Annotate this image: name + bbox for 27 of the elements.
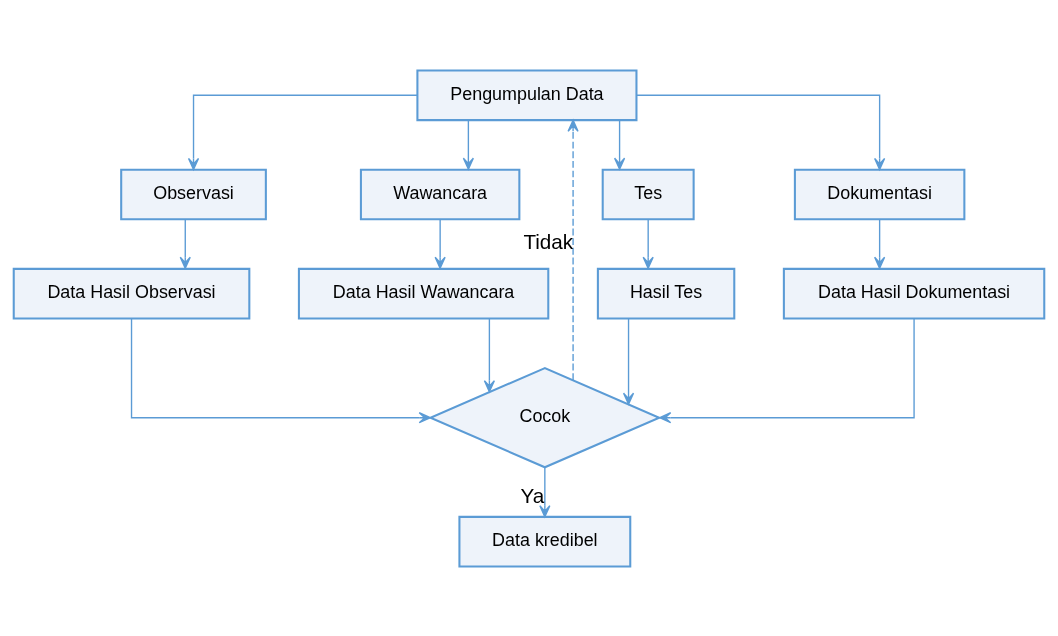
arrow (130, 317, 431, 423)
node-box: Hasil Tes (596, 267, 736, 320)
node-box: Data Hasil Dokumentasi (782, 267, 1046, 320)
arrow (642, 218, 654, 269)
arrow (622, 317, 635, 405)
node-box: Data kredibel (458, 515, 632, 568)
arrow (567, 119, 579, 381)
node-diamond: Cocok (427, 366, 662, 468)
node-box: Wawancara (359, 168, 521, 220)
arrow (635, 94, 886, 170)
arrow (434, 218, 446, 269)
arrow (539, 466, 551, 517)
node-box: Tes (601, 168, 695, 220)
node-box: Pengumpulan Data (416, 68, 638, 121)
arrow (613, 119, 626, 170)
arrow (462, 119, 475, 170)
arrow (873, 218, 886, 269)
node-box: Data Hasil Observasi (12, 267, 251, 320)
arrow (187, 94, 418, 170)
arrow (483, 317, 496, 392)
edge-label: Ya (520, 483, 545, 507)
edge-label: Tidak (523, 229, 574, 253)
arrow (658, 317, 915, 423)
arrow (179, 218, 191, 269)
node-box: Observasi (120, 168, 267, 220)
node-box: Dokumentasi (793, 168, 966, 220)
node-box: Data Hasil Wawancara (297, 267, 550, 320)
